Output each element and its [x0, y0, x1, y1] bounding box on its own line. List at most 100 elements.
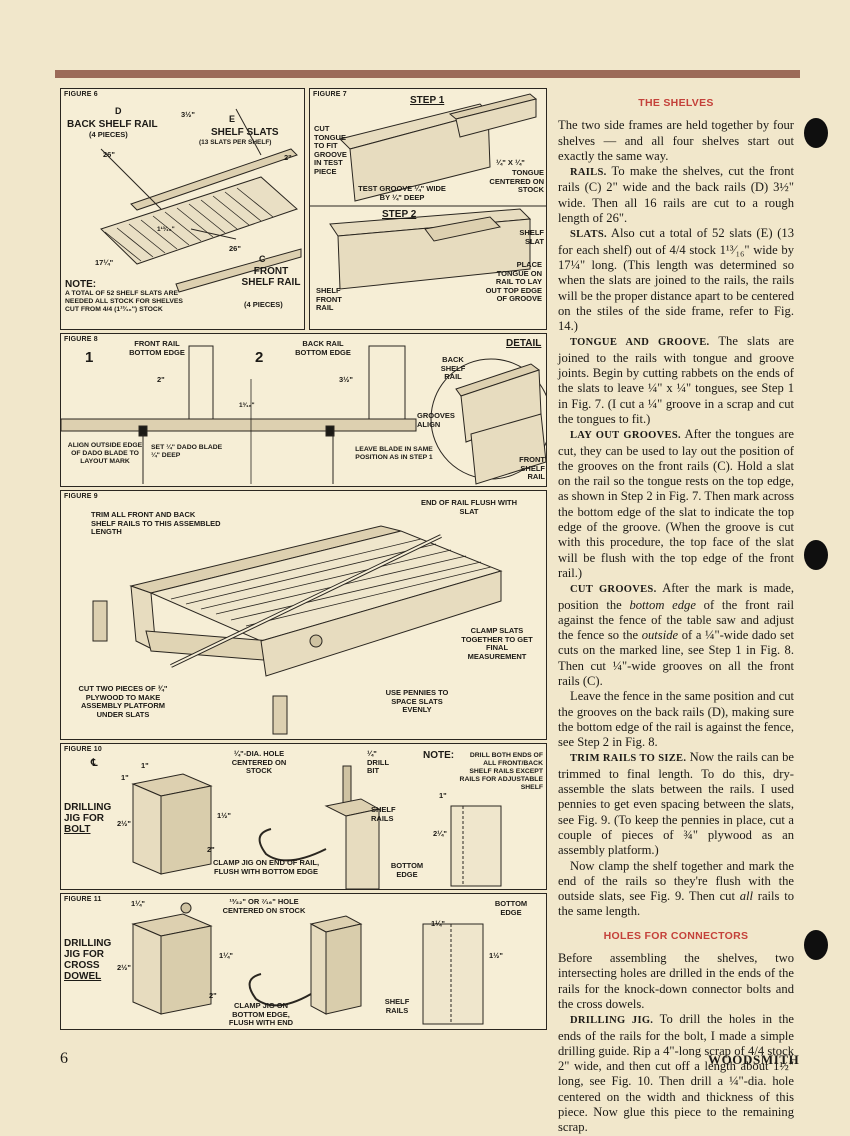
dimension: 1¼"	[431, 919, 445, 928]
paragraph: CUT GROOVES. After the mark is made, pos…	[558, 581, 794, 689]
emphasis: bottom edge	[629, 597, 696, 612]
emphasis: all	[739, 889, 754, 904]
set-dado-label: SET ¼" DADO BLADE ¼" DEEP	[151, 444, 223, 459]
run-in-heading: SLATS.	[570, 229, 607, 241]
paragraph-text: After the tongues are cut, they can be u…	[558, 427, 794, 580]
paragraph: SLATS. Also cut a total of 52 slats (E) …	[558, 226, 794, 334]
step-number-1: 1	[85, 349, 94, 366]
align-outside-label: ALIGN OUTSIDE EDGE OF DADO BLADE TO LAYO…	[67, 442, 143, 465]
clamp-slats-label: CLAMP SLATS TOGETHER TO GET FINAL MEASUR…	[461, 626, 533, 661]
part-letter-c: C	[259, 254, 266, 264]
centerline-symbol: ℄	[91, 758, 98, 769]
dowel-label: DOWEL	[64, 971, 102, 982]
paragraph-text: After the mark is made, position the	[558, 581, 794, 612]
dimension: 17¼"	[95, 258, 114, 267]
dimension: 1¼"	[219, 951, 233, 960]
trim-rails-label: TRIM ALL FRONT AND BACK SHELF RAILS TO T…	[91, 510, 221, 536]
dimension: 1¼"	[131, 899, 145, 908]
paragraph-text: To drill the holes in the ends of the ra…	[558, 1012, 794, 1135]
dimension: 2"	[209, 991, 217, 1000]
dimension: 26"	[103, 150, 115, 159]
slats-count: (13 SLATS PER SHELF)	[199, 139, 272, 146]
hole-centered-label: ¹³⁄₃₂" OR ⁷⁄₁₆" HOLE CENTERED ON STOCK	[222, 897, 306, 915]
paragraph: TONGUE AND GROOVE. The slats are joined …	[558, 334, 794, 427]
drilling-jig-label: DRILLING JIG FOR	[64, 802, 112, 824]
paragraph-text: The slats are joined to the rails with t…	[558, 334, 794, 426]
dimension: 3½"	[181, 110, 195, 119]
top-rule	[55, 70, 800, 78]
shelf-slat-label: SHELF SLAT	[519, 228, 544, 246]
step-1-heading: STEP 1	[410, 95, 445, 106]
paragraph: Leave the fence in the same position and…	[558, 689, 794, 750]
figure-11-drawing	[131, 902, 484, 1025]
step-number-2: 2	[255, 349, 264, 366]
dimension: 2¼"	[433, 829, 447, 838]
front-shelf-rail-label: FRONT SHELF RAIL	[519, 455, 545, 481]
article-column: THE SHELVES The two side frames are held…	[558, 93, 794, 1136]
dimension: 2"	[157, 375, 165, 384]
figure-10: FIGURE 10 ℄ 1" 1" ¼"-DIA. HOLE CENTERED …	[60, 743, 547, 890]
leave-blade-label: LEAVE BLADE IN SAME POSITION AS IN STEP …	[355, 446, 433, 461]
section-heading-connectors: HOLES FOR CONNECTORS	[603, 929, 749, 942]
drill-bit-label: ¼" DRILL BIT	[367, 749, 389, 775]
run-in-heading: LAY OUT GROOVES.	[570, 430, 681, 442]
clamp-jig-label: CLAMP JIG ON BOTTOM EDGE, FLUSH WITH END	[228, 1001, 294, 1027]
grooves-align-label: GROOVES ALIGN	[417, 411, 455, 429]
dimension: 3½"	[339, 375, 353, 384]
dimension: 2½"	[117, 819, 131, 828]
figure-9: FIGURE 9 TRIM ALL FRONT AND BACK SHELF R…	[60, 490, 547, 740]
note-body: DRILL BOTH ENDS OF ALL FRONT/BACK SHELF …	[459, 752, 543, 791]
detail-heading: DETAIL	[506, 338, 542, 349]
paragraph-text: To make the shelves, cut the front rails…	[558, 164, 794, 226]
paragraph: LAY OUT GROOVES. After the tongues are c…	[558, 427, 794, 581]
figure-8: FIGURE 8 1 2 FRONT RAIL BOTTOM EDGE BACK…	[60, 333, 547, 487]
dimension: 1³⁄₁₆"	[239, 402, 255, 409]
note-title: NOTE:	[65, 279, 97, 290]
paragraph-text: of a ¼"-wide dado set cuts on the marked…	[558, 628, 794, 688]
paragraph-text: Now clamp the shelf together and mark th…	[558, 858, 794, 904]
front-rail-count: (4 PIECES)	[244, 300, 283, 309]
part-letter-e: E	[229, 114, 236, 124]
figure-9-drawing	[92, 525, 503, 735]
binder-hole	[804, 118, 828, 148]
figure-11: FIGURE 11 1¼" ¹³⁄₃₂" OR ⁷⁄₁₆" HOLE CENTE…	[60, 893, 547, 1030]
dimension: 2"	[284, 153, 292, 162]
tongue-size: ¼" x ¼"	[496, 158, 525, 167]
clamp-jig-label: CLAMP JIG ON END OF RAIL, FLUSH WITH BOT…	[212, 858, 320, 876]
figure-label: FIGURE 10	[64, 746, 102, 753]
use-pennies-label: USE PENNIES TO SPACE SLATS EVENLY	[385, 688, 449, 714]
run-in-heading: CUT GROOVES.	[570, 584, 657, 596]
place-tongue-label: PLACE TONGUE ON RAIL TO LAY OUT TOP EDGE…	[485, 260, 542, 303]
figure-label: FIGURE 8	[64, 336, 98, 343]
note-body: A TOTAL OF 52 SHELF SLATS ARE NEEDED ALL…	[65, 290, 183, 313]
cut-tongue-label: CUT TONGUE TO FIT GROOVE IN TEST PIECE	[314, 124, 347, 176]
shelf-front-rail-label: SHELF FRONT RAIL	[316, 286, 342, 312]
dimension: 2"	[207, 845, 215, 854]
slats-title: SHELF SLATS	[211, 127, 279, 138]
bottom-edge-label: BOTTOM EDGE	[390, 861, 424, 879]
dimension: 2½"	[117, 963, 131, 972]
paragraph: RAILS. To make the shelves, cut the fron…	[558, 164, 794, 226]
figure-7-drawing	[310, 93, 546, 290]
paragraph-text: rails to the same length.	[558, 889, 795, 919]
magazine-name: WOODSMITH	[708, 1052, 800, 1067]
end-of-rail-label: END OF RAIL FLUSH WITH SLAT	[420, 498, 518, 516]
drilling-jig-label: DRILLING JIG FOR CROSS	[64, 938, 112, 971]
paragraph-text: of the front rail against the fence of t…	[558, 597, 794, 643]
figure-label: FIGURE 9	[64, 493, 98, 500]
back-rail-count: (4 PIECES)	[89, 130, 128, 139]
bolt-label: BOLT	[64, 824, 91, 835]
emphasis: outside	[641, 628, 679, 643]
dimension: 1"	[439, 791, 447, 800]
figure-6-drawing	[100, 108, 302, 293]
run-in-heading: TONGUE AND GROOVE.	[570, 337, 710, 349]
page-number: 6	[60, 1050, 68, 1067]
test-groove-label: TEST GROOVE ¼" WIDE BY ¼" DEEP	[358, 184, 446, 202]
section-heading-shelves: THE SHELVES	[638, 97, 714, 109]
back-shelf-rail-label: BACK SHELF RAIL	[440, 355, 466, 381]
paragraph-text: Also cut a total of 52 slats (E) (13 for…	[558, 226, 794, 334]
hole-centered-label: ¼"-DIA. HOLE CENTERED ON STOCK	[231, 749, 287, 775]
paragraph: DRILLING JIG. To drill the holes in the …	[558, 1012, 794, 1135]
paragraph: TRIM RAILS TO SIZE. Now the rails can be…	[558, 750, 794, 858]
shelf-rails-label: SHELF RAILS	[384, 997, 410, 1015]
